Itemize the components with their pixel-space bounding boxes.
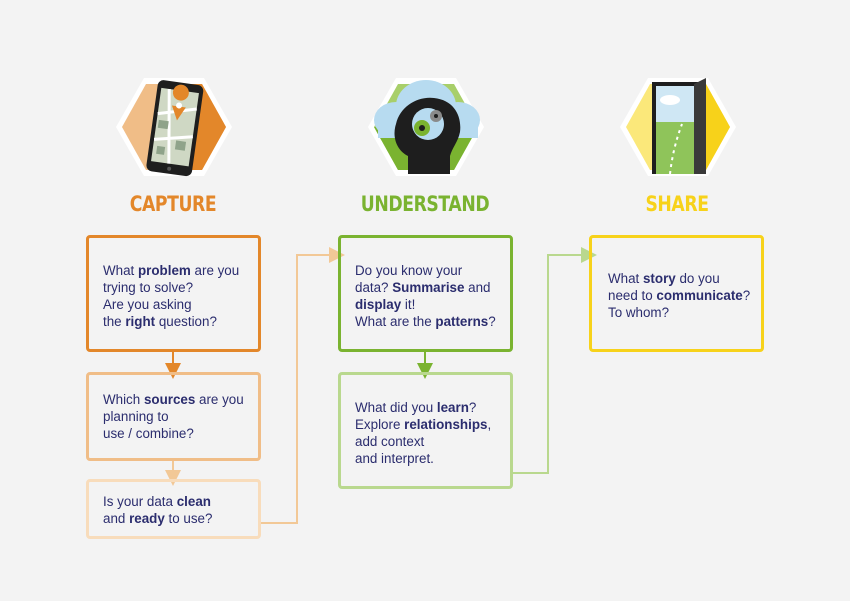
heading-understand: UNDERSTAND	[360, 192, 490, 216]
understand-question-box-learn: What did you learn? Explore relationship…	[338, 372, 513, 489]
capture-question-box-sources: Which sources are you planning to use / …	[86, 372, 261, 461]
phone-map-icon	[116, 78, 232, 177]
arrow-capture-to-understand	[260, 247, 345, 524]
heading-share: SHARE	[645, 192, 709, 216]
heading-capture: CAPTURE	[129, 192, 217, 216]
understand-question-box-summarise: Do you know your data? Summarise and dis…	[338, 235, 513, 352]
head-gears-icon	[368, 78, 484, 176]
share-question-box-communicate: What story do you need to communicate? T…	[589, 235, 764, 352]
capture-question-box-clean: Is your data clean and ready to use?	[86, 479, 261, 539]
capture-question-box-problem: What problem are you trying to solve? Ar…	[86, 235, 261, 352]
open-door-icon	[620, 78, 736, 176]
arrow-understand-to-share	[512, 247, 597, 474]
